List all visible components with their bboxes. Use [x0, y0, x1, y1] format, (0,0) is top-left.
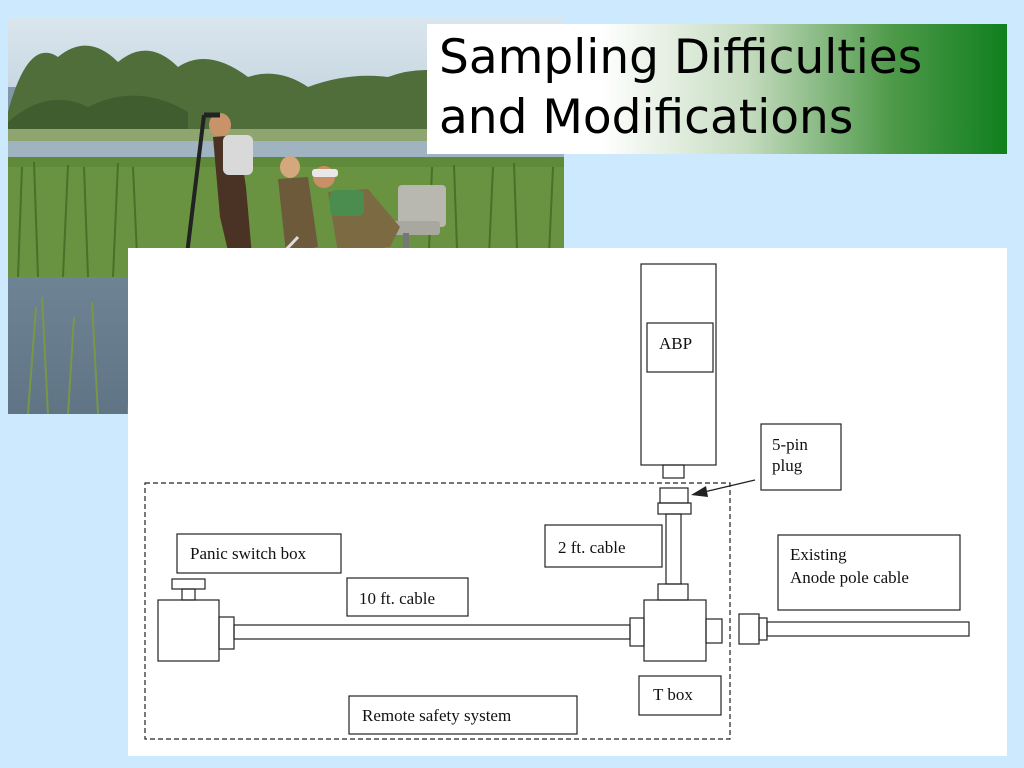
panic-switch-label-box [176, 533, 342, 574]
five-pin-plug-top [659, 487, 689, 504]
t-box [643, 599, 707, 662]
wiring-diagram-panel: ABP 5-pin plug 2 ft. cable Panic switch … [128, 248, 1007, 756]
five-pin-label-line-1: 5-pin [772, 435, 808, 454]
panic-switch-connector [218, 616, 235, 650]
abp-unit [640, 263, 717, 466]
panic-switch-button-stem [181, 588, 196, 601]
abp-connector [662, 464, 685, 479]
five-pin-arrowhead [691, 486, 708, 497]
abp-label: ABP [659, 334, 692, 353]
ten-ft-cable-label: 10 ft. cable [359, 589, 435, 608]
panic-switch-button-top [171, 578, 206, 590]
t-box-top-connector [657, 583, 689, 601]
title-line-1: Sampling Difficulties [439, 30, 923, 85]
five-pin-arrow [703, 479, 756, 493]
two-ft-cable-label-box [544, 524, 663, 568]
two-ft-cable-label: 2 ft. cable [558, 538, 626, 557]
ten-ft-cable [233, 624, 631, 640]
existing-anode-pole-cable [766, 621, 970, 637]
t-box-label-box [638, 675, 722, 716]
existing-cable-plug-outer [738, 613, 760, 645]
panic-switch-box [157, 599, 220, 662]
remote-safety-label: Remote safety system [362, 706, 511, 725]
title-line-2: and Modifications [439, 90, 854, 145]
t-box-left-connector [629, 617, 645, 647]
five-pin-label-box [760, 423, 842, 491]
five-pin-plug-bottom [657, 502, 692, 515]
five-pin-label-line-2: plug [772, 456, 803, 475]
remote-safety-label-box [348, 695, 578, 735]
existing-cable-label-line-2: Anode pole cable [790, 568, 909, 587]
existing-cable-label-box [777, 534, 961, 611]
t-box-label: T box [653, 685, 693, 704]
t-box-right-connector [705, 618, 723, 644]
wiring-diagram: ABP 5-pin plug 2 ft. cable Panic switch … [144, 263, 970, 740]
slide-title: Sampling Difficulties and Modifications [439, 28, 922, 148]
remote-safety-boundary [144, 482, 731, 740]
abp-label-box [646, 322, 714, 373]
panic-switch-label: Panic switch box [190, 544, 307, 563]
title-box: Sampling Difficulties and Modifications [427, 24, 1007, 154]
two-ft-cable [665, 513, 682, 585]
existing-cable-label-line-1: Existing [790, 545, 847, 564]
existing-cable-plug-inner [758, 617, 768, 641]
ten-ft-cable-label-box [346, 577, 469, 617]
